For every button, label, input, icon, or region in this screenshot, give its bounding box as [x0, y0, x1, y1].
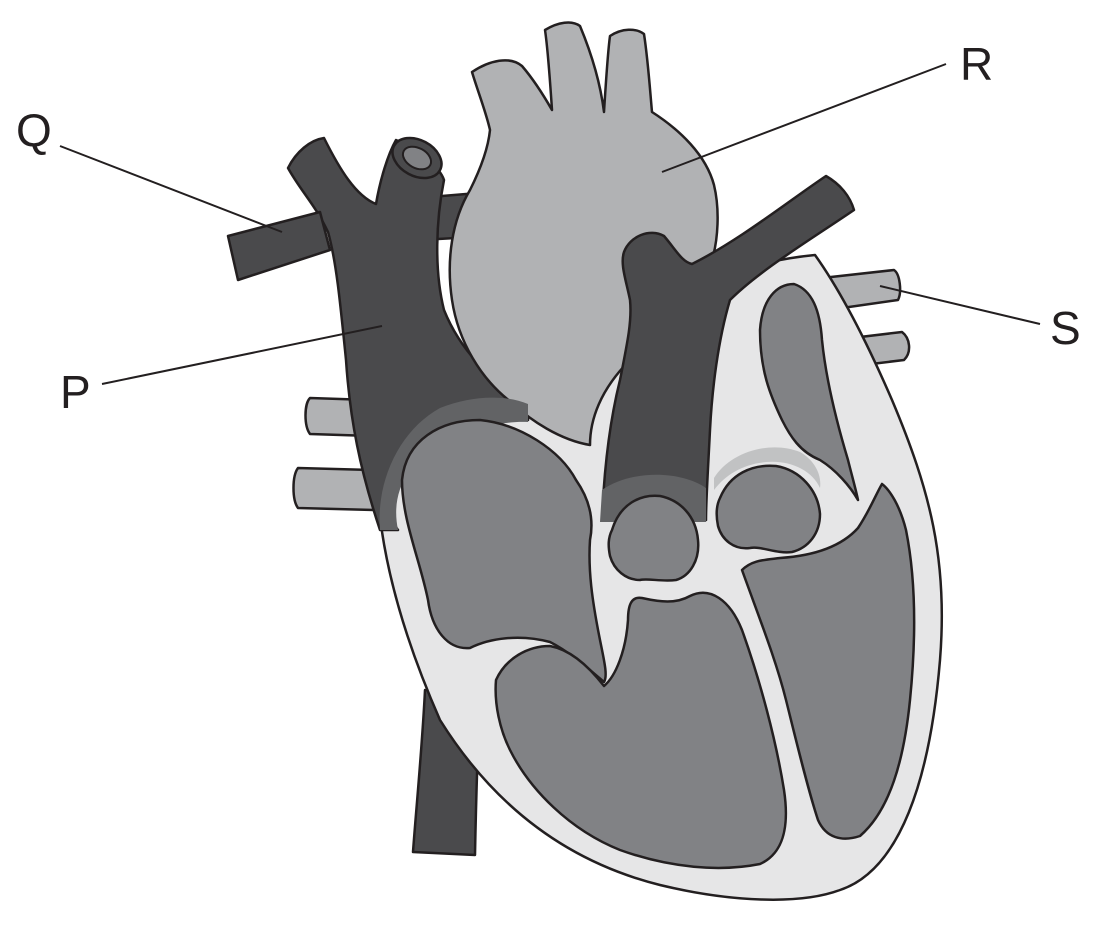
- right-pulmonary-artery: [228, 212, 330, 280]
- label-q: Q: [16, 104, 52, 156]
- label-p: P: [60, 366, 91, 418]
- leader-line-r: [662, 64, 946, 172]
- leader-line-q: [60, 146, 282, 232]
- label-s: S: [1050, 302, 1081, 354]
- label-r: R: [960, 38, 993, 90]
- leader-line-s: [880, 286, 1040, 324]
- leader-line-p: [102, 326, 382, 384]
- pulmonary-vein-lower-left: [294, 468, 375, 510]
